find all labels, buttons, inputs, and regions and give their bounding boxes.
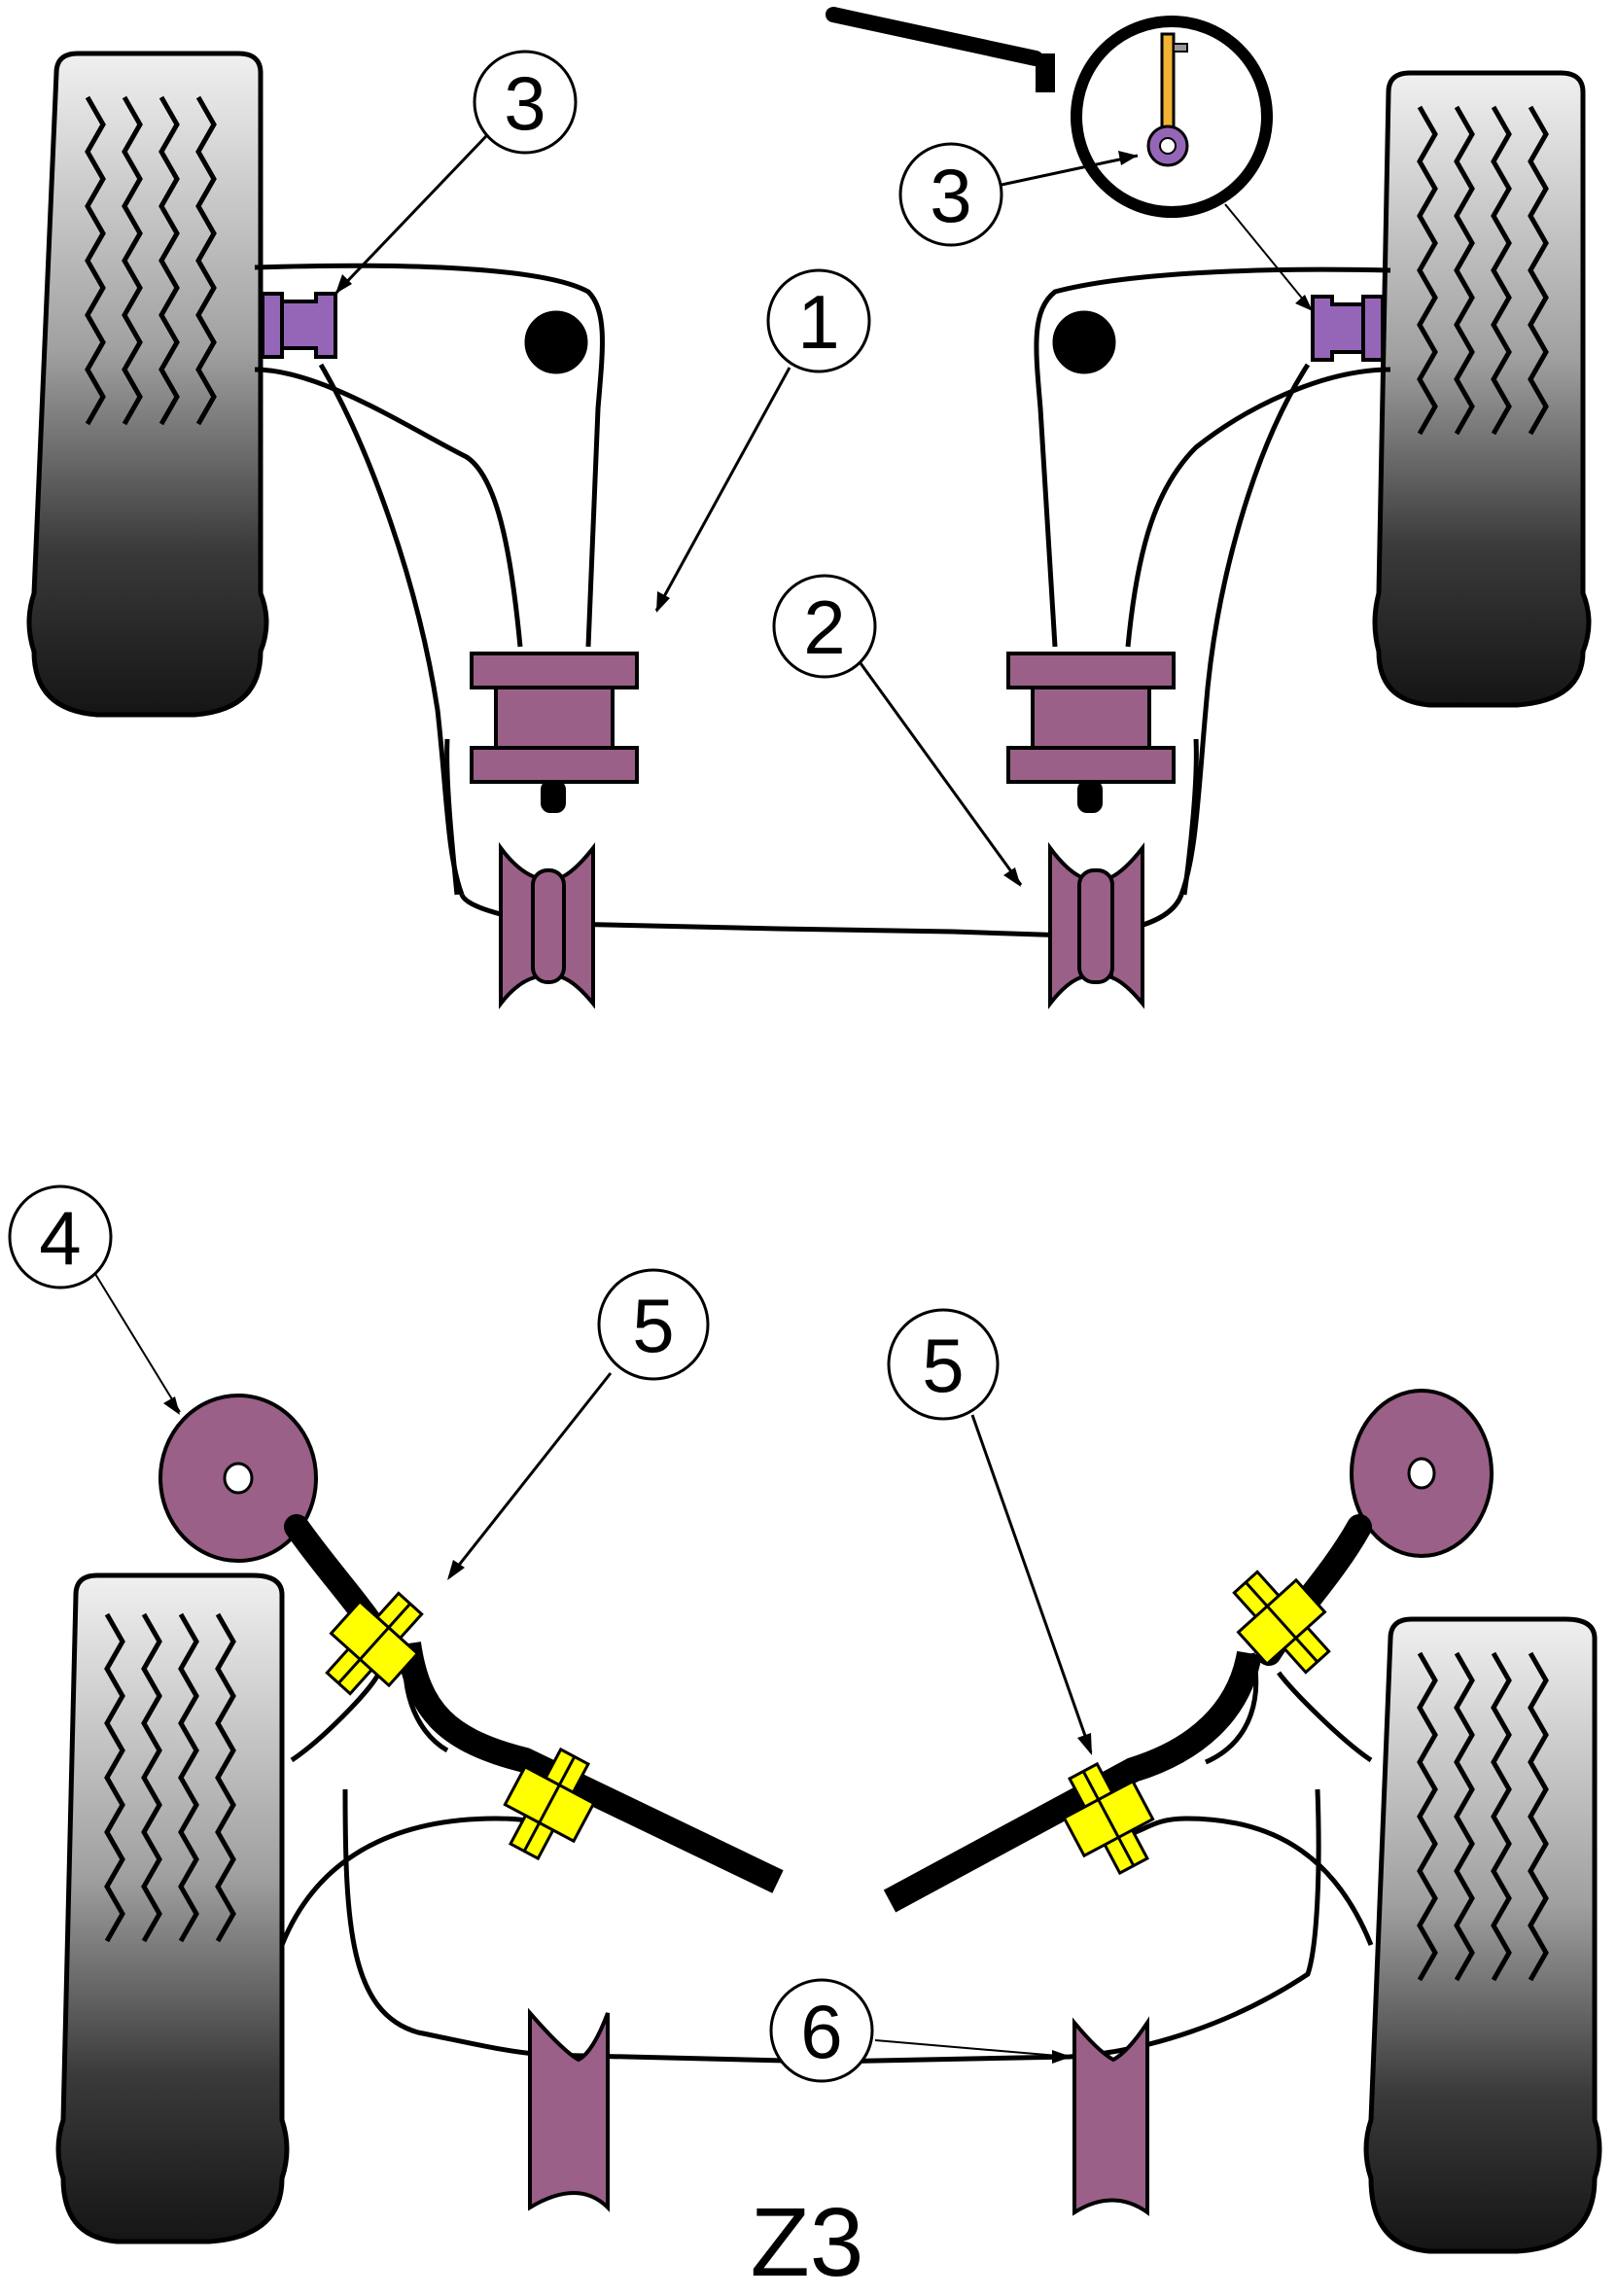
callout-rear-right-5: 5 (887, 1308, 1093, 1755)
svg-text:1: 1 (797, 279, 839, 365)
callout-front-inset-3: 3 (898, 142, 1314, 312)
front-right-arb-bush (1048, 841, 1144, 1009)
svg-text:6: 6 (800, 1989, 842, 2074)
front-axle: 3 3 1 2 (26, 7, 1592, 1009)
callout-rear-6: 6 (769, 1978, 1072, 2083)
svg-text:5: 5 (922, 1323, 964, 1408)
svg-text:4: 4 (39, 1195, 81, 1281)
callout-front-left-3: 3 (334, 50, 578, 296)
model-label: Z3 (751, 2188, 864, 2296)
rear-left-diff-mount (158, 1394, 318, 1563)
rear-left-subframe-bush (528, 2007, 610, 2212)
front-left-arb-bush (499, 841, 595, 1009)
rear-right-subframe-bush (1072, 2016, 1149, 2216)
svg-text:3: 3 (504, 60, 545, 146)
svg-text:3: 3 (930, 153, 971, 238)
front-anti-roll-bar (444, 738, 1199, 938)
rear-left-tyre (55, 1572, 290, 2244)
front-right-wishbone-bush (1006, 652, 1176, 813)
front-right-wishbone (1034, 266, 1391, 896)
callout-rear-left-5: 5 (447, 1268, 710, 1580)
callout-rear-4: 4 (8, 1184, 181, 1415)
callout-front-2: 2 (772, 574, 1023, 887)
rear-right-diff-mount (1350, 1389, 1494, 1558)
svg-text:5: 5 (632, 1283, 674, 1368)
rear-left-upper-link-bush (325, 1591, 424, 1696)
front-right-tyre (1372, 70, 1592, 708)
rear-right-tyre (1363, 1616, 1602, 2254)
rear-axle: 4 5 5 6 (8, 1184, 1602, 2254)
rear-right-upper-link-bush (1232, 1570, 1331, 1675)
callout-front-1: 1 (654, 268, 871, 613)
rear-left-lower-link-bush (503, 1747, 596, 1861)
front-left-wishbone-bush (470, 652, 639, 813)
front-right-outer-bush (1311, 295, 1385, 362)
drop-link-inset (826, 7, 1273, 218)
front-left-tyre (26, 51, 269, 718)
rear-right-lower-link-bush (1062, 1761, 1155, 1876)
svg-text:2: 2 (803, 584, 845, 670)
front-left-wishbone (254, 263, 605, 896)
front-left-outer-bush (261, 292, 337, 359)
